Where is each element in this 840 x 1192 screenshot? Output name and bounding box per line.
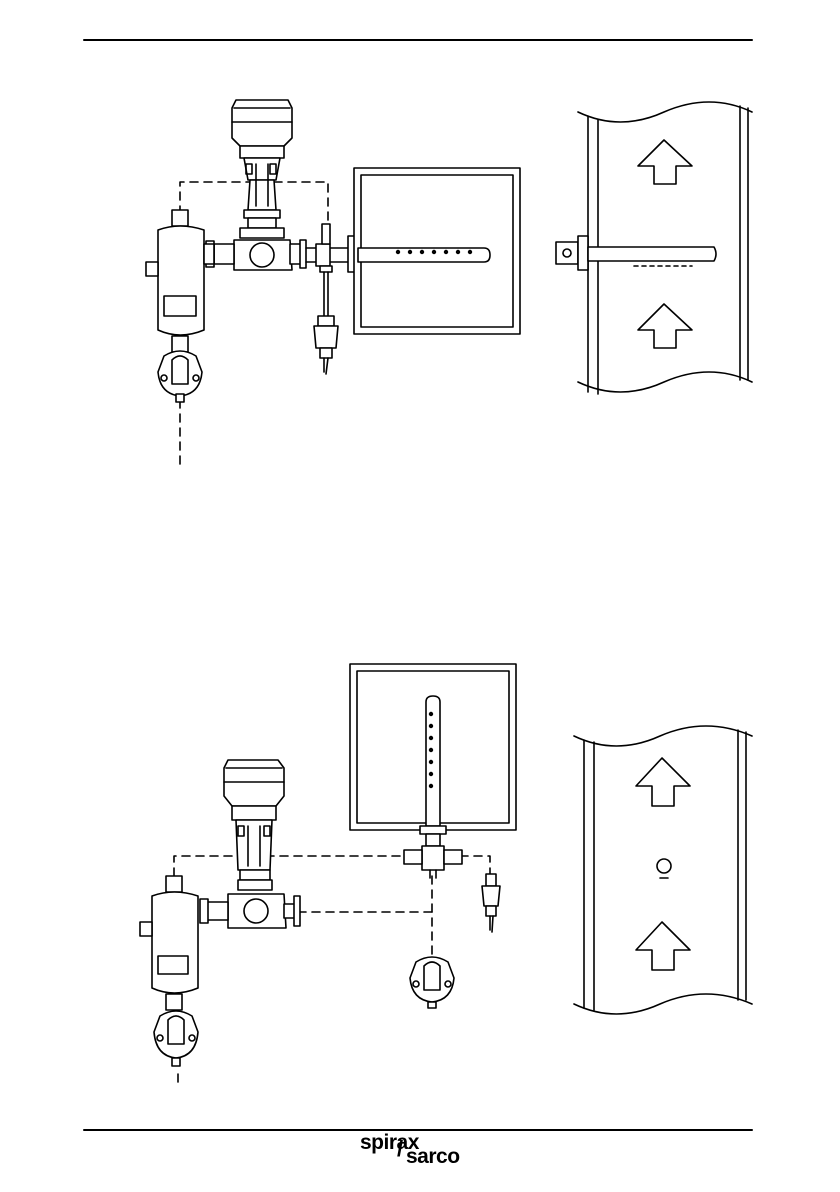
spirax-sarco-logo: spirax / sarco [360,1131,480,1171]
upper-steam-trap [158,351,202,402]
lower-steam-trap-left [154,1011,198,1066]
upper-strainer [314,316,338,374]
lower-steam-trap-lance [410,957,454,1008]
upper-installation-diagram [146,100,752,468]
lower-strainer [482,874,500,932]
upper-separator [146,210,214,352]
lower-installation-diagram [140,664,752,1086]
upper-actuator [232,100,292,228]
logo-slash: / [397,1136,403,1162]
lower-duct-side [574,726,752,1014]
upper-duct-side [556,102,752,394]
lower-actuator [224,760,284,890]
upper-control-valve [206,228,306,270]
logo-text-bottom: sarco [406,1145,460,1169]
lower-control-valve [200,894,300,928]
upper-duct-front [354,168,520,334]
upper-pipe [306,224,358,316]
lower-separator [140,876,198,1010]
lower-duct-front [350,664,516,878]
